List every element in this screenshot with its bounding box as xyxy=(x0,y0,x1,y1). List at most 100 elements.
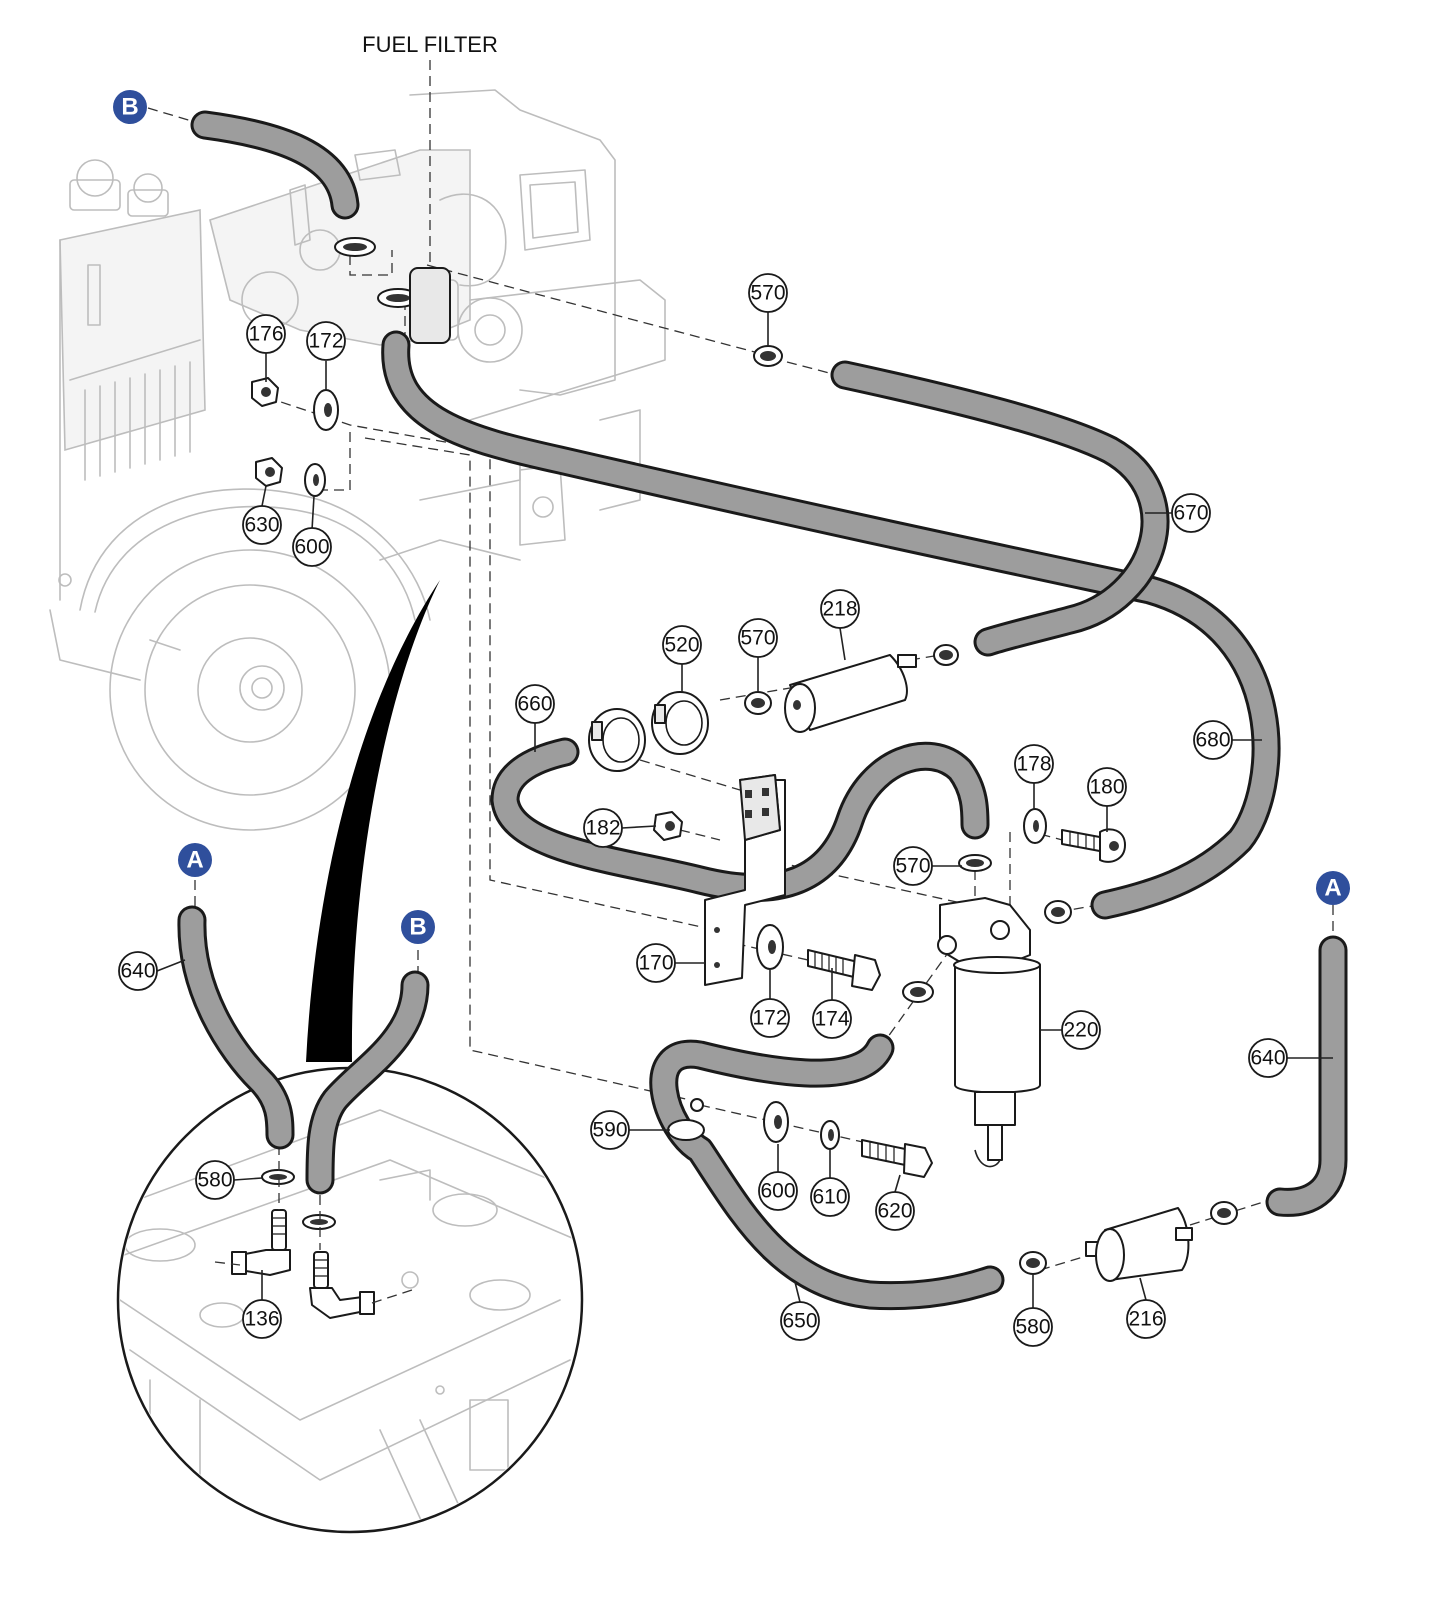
ref-marker-b-top: B xyxy=(113,90,147,124)
callout-220: 220 xyxy=(1061,1010,1101,1050)
washer-600-top xyxy=(304,463,326,497)
ref-marker-b-inset: B xyxy=(401,910,435,944)
svg-text:172: 172 xyxy=(308,330,343,353)
callout-176: 176 xyxy=(246,314,286,354)
ref-marker-a-inset: A xyxy=(178,843,212,877)
clamp-650-filter xyxy=(902,981,934,1003)
svg-text:A: A xyxy=(186,847,203,874)
hose-680 xyxy=(381,330,1281,920)
hose-b-to-engine xyxy=(190,110,360,220)
svg-text:680: 680 xyxy=(1195,729,1230,752)
callout-178: 178 xyxy=(1014,744,1054,784)
svg-text:570: 570 xyxy=(750,282,785,305)
callout-590: 590 xyxy=(590,1110,630,1150)
svg-text:660: 660 xyxy=(517,693,552,716)
callout-180: 180 xyxy=(1087,767,1127,807)
clamp-580-inset-a xyxy=(261,1169,295,1185)
clamp-570-top xyxy=(753,345,783,367)
hose-650 xyxy=(649,1033,1005,1311)
bracket-170 xyxy=(704,774,786,986)
pump-218 xyxy=(784,654,917,733)
fuel-filter-220 xyxy=(937,897,1041,1168)
svg-text:580: 580 xyxy=(197,1169,232,1192)
callout-600-lower: 600 xyxy=(758,1171,798,1211)
svg-text:610: 610 xyxy=(812,1186,847,1209)
fuel-filter-title: FUEL FILTER xyxy=(362,32,498,57)
svg-text:174: 174 xyxy=(814,1008,849,1031)
callout-172-top: 172 xyxy=(306,321,346,361)
callout-660: 660 xyxy=(515,684,555,724)
svg-text:670: 670 xyxy=(1173,502,1208,525)
svg-text:600: 600 xyxy=(760,1180,795,1203)
nut-176 xyxy=(251,377,279,407)
svg-text:580: 580 xyxy=(1015,1316,1050,1339)
callout-580-lower: 580 xyxy=(1013,1307,1053,1347)
svg-text:170: 170 xyxy=(638,952,673,975)
hose-640-right xyxy=(1265,935,1348,1217)
callout-170: 170 xyxy=(636,943,676,983)
band-clamp-left xyxy=(588,708,646,772)
bolt-620 xyxy=(861,1139,933,1178)
callout-570-top: 570 xyxy=(748,273,788,313)
fitting-136-right xyxy=(309,1251,375,1319)
hose-640-inset xyxy=(177,905,295,1150)
svg-text:218: 218 xyxy=(822,598,857,621)
callout-640-right: 640 xyxy=(1248,1038,1288,1078)
ref-marker-a-right: A xyxy=(1316,871,1350,905)
background-engine-illustration xyxy=(49,89,666,831)
svg-text:520: 520 xyxy=(664,634,699,657)
clamp-570-mid xyxy=(744,691,772,715)
callout-570-filter: 570 xyxy=(893,846,933,886)
fitting-136-left xyxy=(231,1209,291,1276)
svg-text:590: 590 xyxy=(592,1119,627,1142)
detail-pointer-wedge xyxy=(306,580,440,1062)
clamp-580-inset-b xyxy=(302,1214,336,1230)
callout-630: 630 xyxy=(242,505,282,545)
callout-670: 670 xyxy=(1171,493,1211,533)
svg-text:620: 620 xyxy=(877,1200,912,1223)
svg-text:B: B xyxy=(409,914,426,941)
callout-600-top: 600 xyxy=(292,527,332,567)
clamp-near-pump xyxy=(933,644,959,666)
hose-670 xyxy=(830,360,1170,657)
svg-text:640: 640 xyxy=(120,960,155,983)
svg-text:176: 176 xyxy=(248,323,283,346)
callout-620: 620 xyxy=(875,1191,915,1231)
svg-text:A: A xyxy=(1324,875,1341,902)
callout-218: 218 xyxy=(820,589,860,629)
svg-text:B: B xyxy=(121,94,138,121)
washer-172-lower xyxy=(756,924,784,970)
clamp-570-filter xyxy=(958,854,992,872)
callout-172-lower: 172 xyxy=(750,998,790,1038)
svg-text:570: 570 xyxy=(740,627,775,650)
svg-text:570: 570 xyxy=(895,855,930,878)
callout-580-inset: 580 xyxy=(195,1160,235,1200)
washer-172-top xyxy=(313,389,339,431)
hose-b-inset xyxy=(305,970,430,1195)
band-clamp-520 xyxy=(651,691,709,755)
nut-182 xyxy=(653,811,683,841)
svg-text:136: 136 xyxy=(244,1308,279,1331)
clamp-near-216 xyxy=(1210,1201,1238,1225)
clip-590 xyxy=(667,1098,705,1141)
callout-570-mid: 570 xyxy=(738,618,778,658)
lockwasher-610 xyxy=(820,1120,840,1150)
svg-text:178: 178 xyxy=(1016,753,1051,776)
leader-lines xyxy=(156,310,1333,1308)
clamp-near-680 xyxy=(1044,900,1072,924)
bolt-174 xyxy=(807,949,881,991)
svg-text:182: 182 xyxy=(585,817,620,840)
clamp-580-lower xyxy=(1019,1251,1047,1275)
svg-text:650: 650 xyxy=(782,1310,817,1333)
engine-hose-clamps xyxy=(334,237,451,344)
callout-520: 520 xyxy=(662,625,702,665)
callout-216: 216 xyxy=(1126,1299,1166,1339)
nut-630 xyxy=(255,457,283,487)
callout-182: 182 xyxy=(583,808,623,848)
svg-text:180: 180 xyxy=(1089,776,1124,799)
detail-inset-view xyxy=(116,1066,584,1534)
svg-text:220: 220 xyxy=(1063,1019,1098,1042)
callout-680: 680 xyxy=(1193,720,1233,760)
callout-650: 650 xyxy=(780,1301,820,1341)
